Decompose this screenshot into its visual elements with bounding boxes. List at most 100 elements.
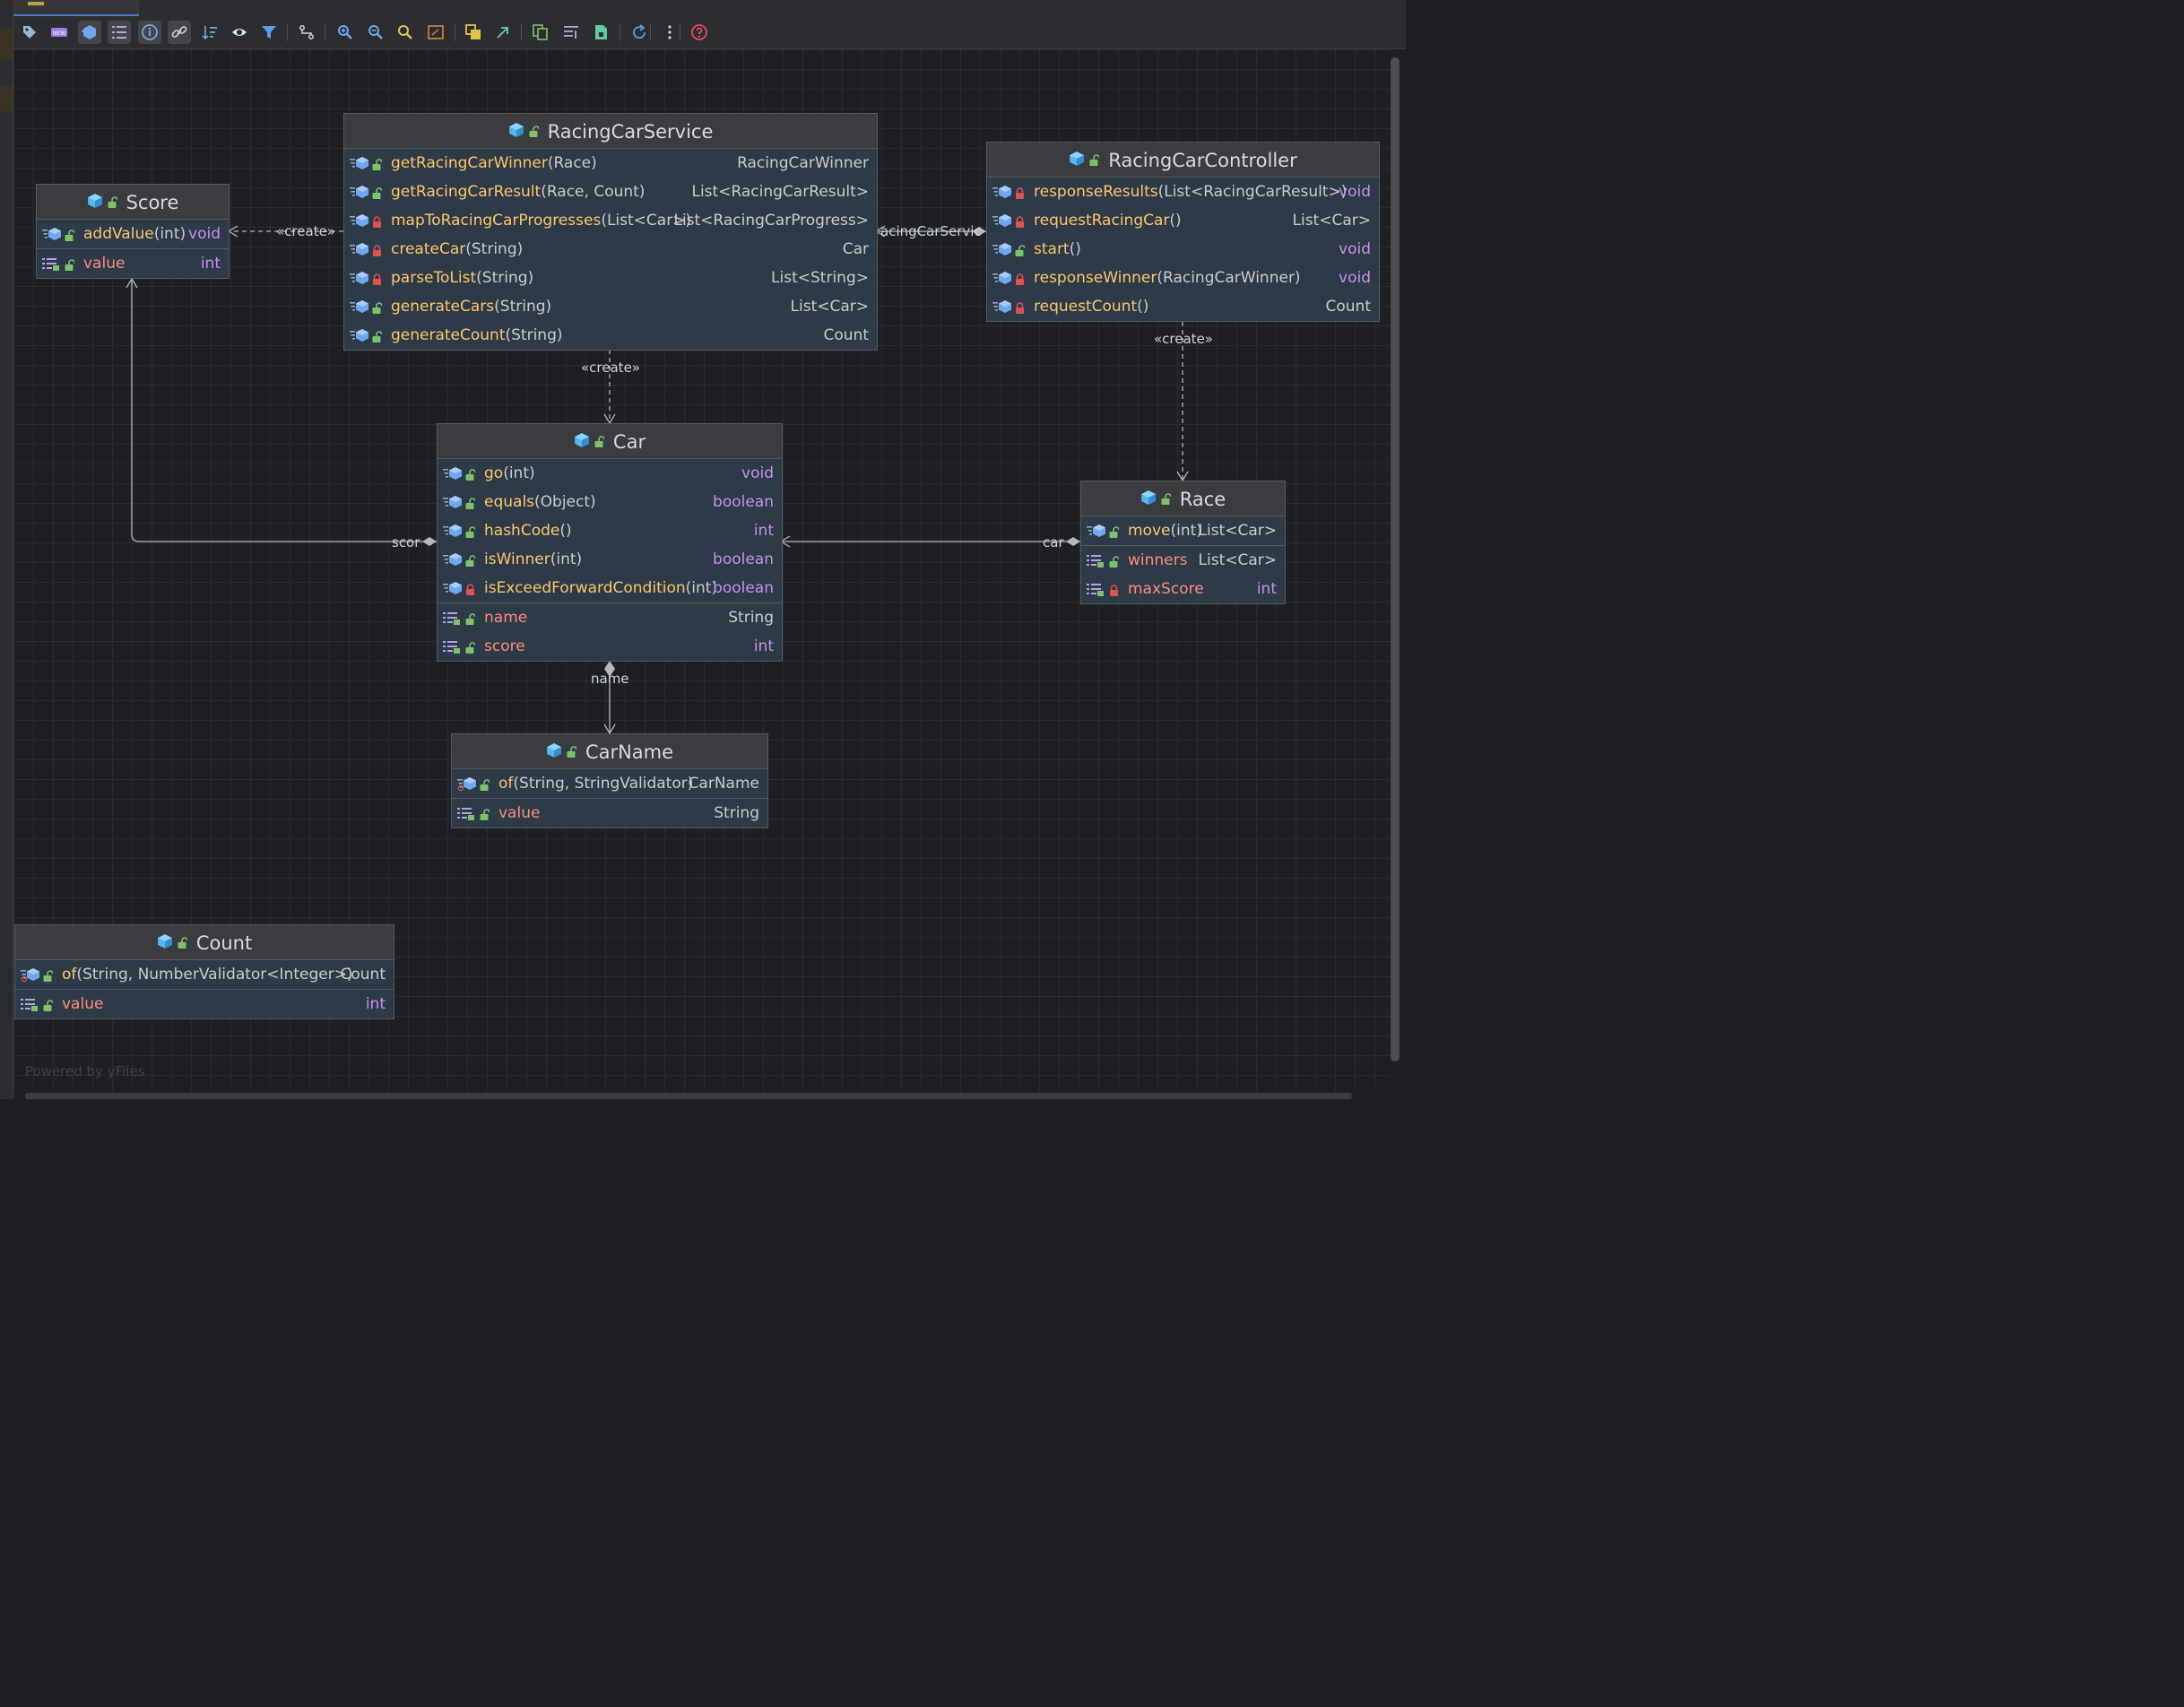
toolbar-separator	[650, 23, 651, 41]
list-button[interactable]	[108, 21, 131, 44]
method-row[interactable]: of(String, StringValidator) CarName	[452, 769, 767, 798]
edge-label-score: scor	[392, 534, 420, 550]
class-node-score[interactable]: Score addValue(int) void value int	[36, 184, 230, 279]
class-header[interactable]: Car	[438, 424, 782, 459]
method-row[interactable]: getRacingCarWinner(Race) RacingCarWinner	[344, 149, 877, 178]
method-row[interactable]: equals(Object) boolean	[438, 488, 782, 516]
method-row[interactable]: addValue(int) void	[37, 220, 229, 248]
member-type: int	[753, 522, 774, 540]
class-header[interactable]: Count	[15, 925, 394, 960]
public-lock-icon	[372, 329, 383, 346]
class-name: Count	[195, 932, 253, 954]
method-row[interactable]: of(String, NumberValidator<Integer>) Cou…	[15, 960, 394, 989]
private-lock-icon	[372, 243, 382, 260]
class-node-car[interactable]: Car go(int) void equals(Object) boolean …	[437, 423, 783, 662]
field-row[interactable]: name String	[438, 603, 782, 632]
class-name: Race	[1179, 489, 1226, 510]
member-name: start	[1034, 240, 1070, 258]
class-node-racing-car-service[interactable]: RacingCarService getRacingCarWinner(Race…	[343, 113, 878, 351]
help-button[interactable]	[688, 21, 711, 44]
tag-button[interactable]	[18, 21, 41, 44]
method-row[interactable]: hashCode() int	[438, 516, 782, 545]
field-row[interactable]: value int	[15, 990, 394, 1018]
new-button[interactable]: NEW	[48, 21, 71, 44]
class-node-race[interactable]: Race move(int) List<Car> winners List<Ca…	[1080, 481, 1286, 604]
export-arrow-icon	[497, 27, 508, 39]
member-type: Car	[842, 240, 869, 258]
method-row[interactable]: move(int) List<Car>	[1081, 516, 1285, 545]
private-lock-icon	[372, 272, 382, 289]
filter-button[interactable]	[257, 21, 281, 44]
zoom-fit-button[interactable]	[394, 21, 417, 44]
sort-button[interactable]	[198, 21, 221, 44]
class-header[interactable]: Score	[37, 185, 229, 220]
private-lock-icon	[465, 582, 475, 599]
member-params: (String, NumberValidator<Integer>)	[76, 966, 353, 983]
info-button[interactable]	[138, 21, 161, 44]
method-row[interactable]: isExceedForwardCondition(int) boolean	[438, 574, 782, 602]
method-row[interactable]: isWinner(int) boolean	[438, 545, 782, 574]
class-name: RacingCarController	[1108, 150, 1297, 171]
member-separator	[15, 989, 394, 990]
more-button[interactable]	[658, 21, 681, 44]
zoom-in-button[interactable]	[334, 21, 357, 44]
class-icon	[574, 432, 590, 452]
member-params: (String, StringValidator)	[513, 775, 694, 793]
layers-button[interactable]	[462, 21, 485, 44]
diagram-toolbar: NEW	[13, 16, 1406, 49]
route-button[interactable]	[295, 21, 318, 44]
field-row[interactable]: value String	[452, 799, 767, 828]
method-row[interactable]: getRacingCarResult(Race, Count) List<Rac…	[344, 178, 877, 206]
method-row[interactable]: requestCount() Count	[987, 292, 1379, 321]
method-row[interactable]: generateCars(String) List<Car>	[344, 292, 877, 321]
class-header[interactable]: Race	[1081, 481, 1285, 516]
edge-label-create-car: «create»	[581, 360, 640, 376]
zoom-out-button[interactable]	[364, 21, 387, 44]
class-header[interactable]: RacingCarController	[987, 143, 1379, 178]
private-lock-icon	[1015, 214, 1025, 231]
member-name: score	[484, 637, 525, 655]
public-lock-icon	[465, 524, 476, 542]
link-button[interactable]	[168, 21, 191, 44]
class-header[interactable]: RacingCarService	[344, 114, 877, 149]
member-params: (Object)	[534, 493, 596, 511]
method-row[interactable]: mapToRacingCarProgresses(List<Car>) List…	[344, 206, 877, 235]
class-header[interactable]: CarName	[452, 734, 767, 769]
vertical-scrollbar[interactable]	[1391, 57, 1400, 1061]
class-node-car-name[interactable]: CarName of(String, StringValidator) CarN…	[451, 733, 768, 828]
copy-button[interactable]	[529, 21, 552, 44]
class-node-racing-car-controller[interactable]: RacingCarController responseResults(List…	[986, 142, 1380, 322]
sort-icon	[202, 26, 217, 40]
method-row[interactable]: go(int) void	[438, 459, 782, 488]
field-row[interactable]: score int	[438, 632, 782, 661]
class-name: Score	[126, 192, 179, 213]
member-name: requestCount	[1034, 298, 1138, 316]
save-file-button[interactable]	[589, 21, 612, 44]
field-row[interactable]: value int	[37, 249, 229, 278]
eye-button[interactable]	[228, 21, 251, 44]
field-row[interactable]: maxScore int	[1081, 575, 1285, 603]
diagram-tab[interactable]	[13, 0, 139, 17]
method-icon	[457, 776, 477, 794]
refresh-button[interactable]	[628, 21, 651, 44]
method-row[interactable]: responseWinner(RacingCarWinner) void	[987, 264, 1379, 292]
method-row[interactable]: responseResults(List<RacingCarResult>) v…	[987, 178, 1379, 206]
actual-size-button[interactable]	[424, 21, 447, 44]
method-row[interactable]: start() void	[987, 235, 1379, 264]
private-lock-icon	[1015, 300, 1025, 317]
method-row[interactable]: parseToList(String) List<String>	[344, 264, 877, 292]
method-row[interactable]: generateCount(String) Count	[344, 321, 877, 350]
layout-button[interactable]	[559, 21, 583, 44]
horizontal-scrollbar[interactable]	[25, 1093, 1352, 1099]
member-name: createCar	[391, 240, 466, 258]
public-lock-icon	[480, 807, 490, 824]
method-row[interactable]: requestRacingCar() List<Car>	[987, 206, 1379, 235]
member-name: value	[498, 804, 541, 822]
class-node-count[interactable]: Count of(String, NumberValidator<Integer…	[14, 924, 394, 1019]
method-row[interactable]: createCar(String) Car	[344, 235, 877, 264]
field-row[interactable]: winners List<Car>	[1081, 546, 1285, 575]
class-button[interactable]	[78, 21, 101, 44]
public-lock-icon	[372, 157, 383, 174]
public-lock-icon	[372, 186, 383, 203]
export-arrow-button[interactable]	[491, 21, 515, 44]
